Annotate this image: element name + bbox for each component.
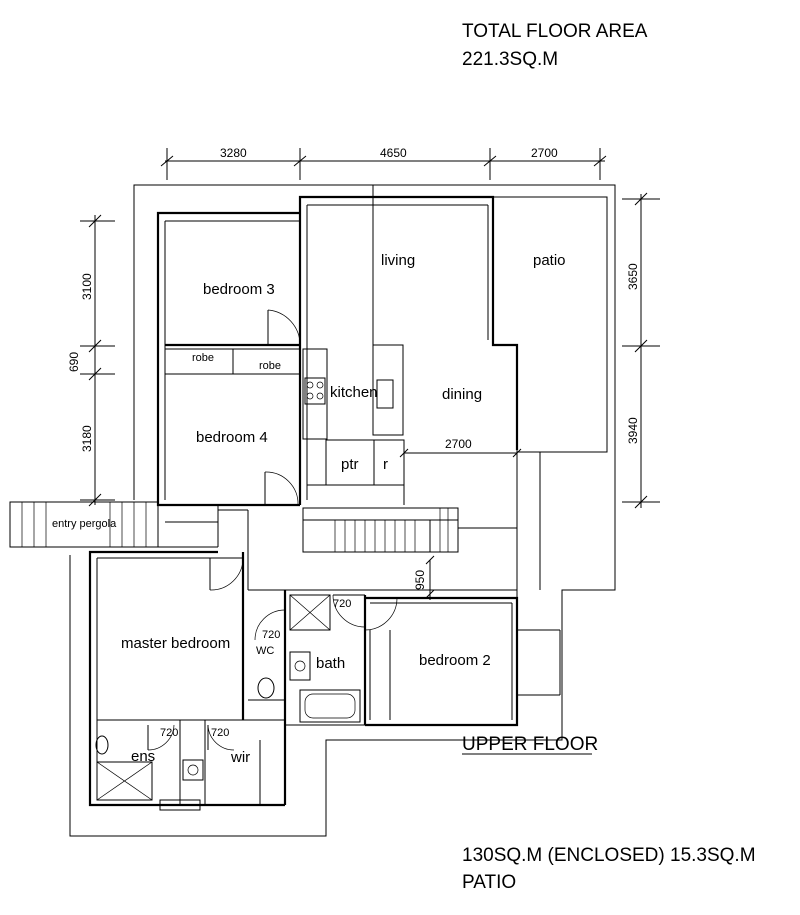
top-dimension-line	[160, 148, 607, 180]
room-walk-in-robe: wir	[230, 749, 250, 766]
room-living: living	[381, 252, 415, 269]
dim-left-2: 690	[67, 352, 81, 372]
room-patio: patio	[533, 252, 566, 269]
dim-top-3: 2700	[531, 146, 558, 160]
dim-door-wc: 720	[262, 629, 280, 641]
dim-dining-width: 2700	[445, 437, 472, 451]
room-bedroom-4: bedroom 4	[196, 429, 268, 446]
dim-left-3: 3180	[80, 425, 94, 452]
room-wc: WC	[256, 645, 274, 657]
dim-top-1: 3280	[220, 146, 247, 160]
left-dimension-line	[80, 214, 115, 507]
room-bedroom-3: bedroom 3	[203, 281, 275, 298]
floor-label: UPPER FLOOR	[462, 734, 598, 755]
dim-right-1: 3650	[626, 263, 640, 290]
right-dimension-line	[622, 192, 660, 509]
area-summary-line-2: PATIO	[462, 872, 516, 893]
dim-door-wir: 720	[211, 727, 229, 739]
room-robe-1: robe	[192, 352, 214, 364]
walls	[9, 185, 608, 811]
dim-top-2: 4650	[380, 146, 407, 160]
dim-hall-width: 950	[413, 570, 427, 590]
room-kitchen: kitchen	[330, 384, 378, 401]
room-pantry: ptr	[341, 456, 359, 473]
total-floor-area-value: 221.3SQ.M	[462, 49, 558, 70]
total-floor-area-title: TOTAL FLOOR AREA	[462, 21, 648, 42]
dim-left-1: 3100	[80, 273, 94, 300]
room-entry-pergola: entry pergola	[52, 518, 117, 530]
stair-treads	[334, 508, 449, 552]
room-robe-2: robe	[259, 360, 281, 372]
room-bedroom-2: bedroom 2	[419, 652, 491, 669]
room-bath: bath	[316, 655, 345, 672]
area-summary-line-1: 130SQ.M (ENCLOSED) 15.3SQ.M	[462, 845, 756, 866]
site-boundary	[69, 184, 616, 837]
room-master-bedroom: master bedroom	[121, 635, 230, 652]
dim-door-ens: 720	[160, 727, 178, 739]
room-refrigerator: r	[383, 456, 388, 473]
room-ensuite: ens	[131, 748, 155, 765]
dim-door-bath: 720	[333, 598, 351, 610]
room-dining: dining	[442, 386, 482, 403]
dim-right-2: 3940	[626, 417, 640, 444]
